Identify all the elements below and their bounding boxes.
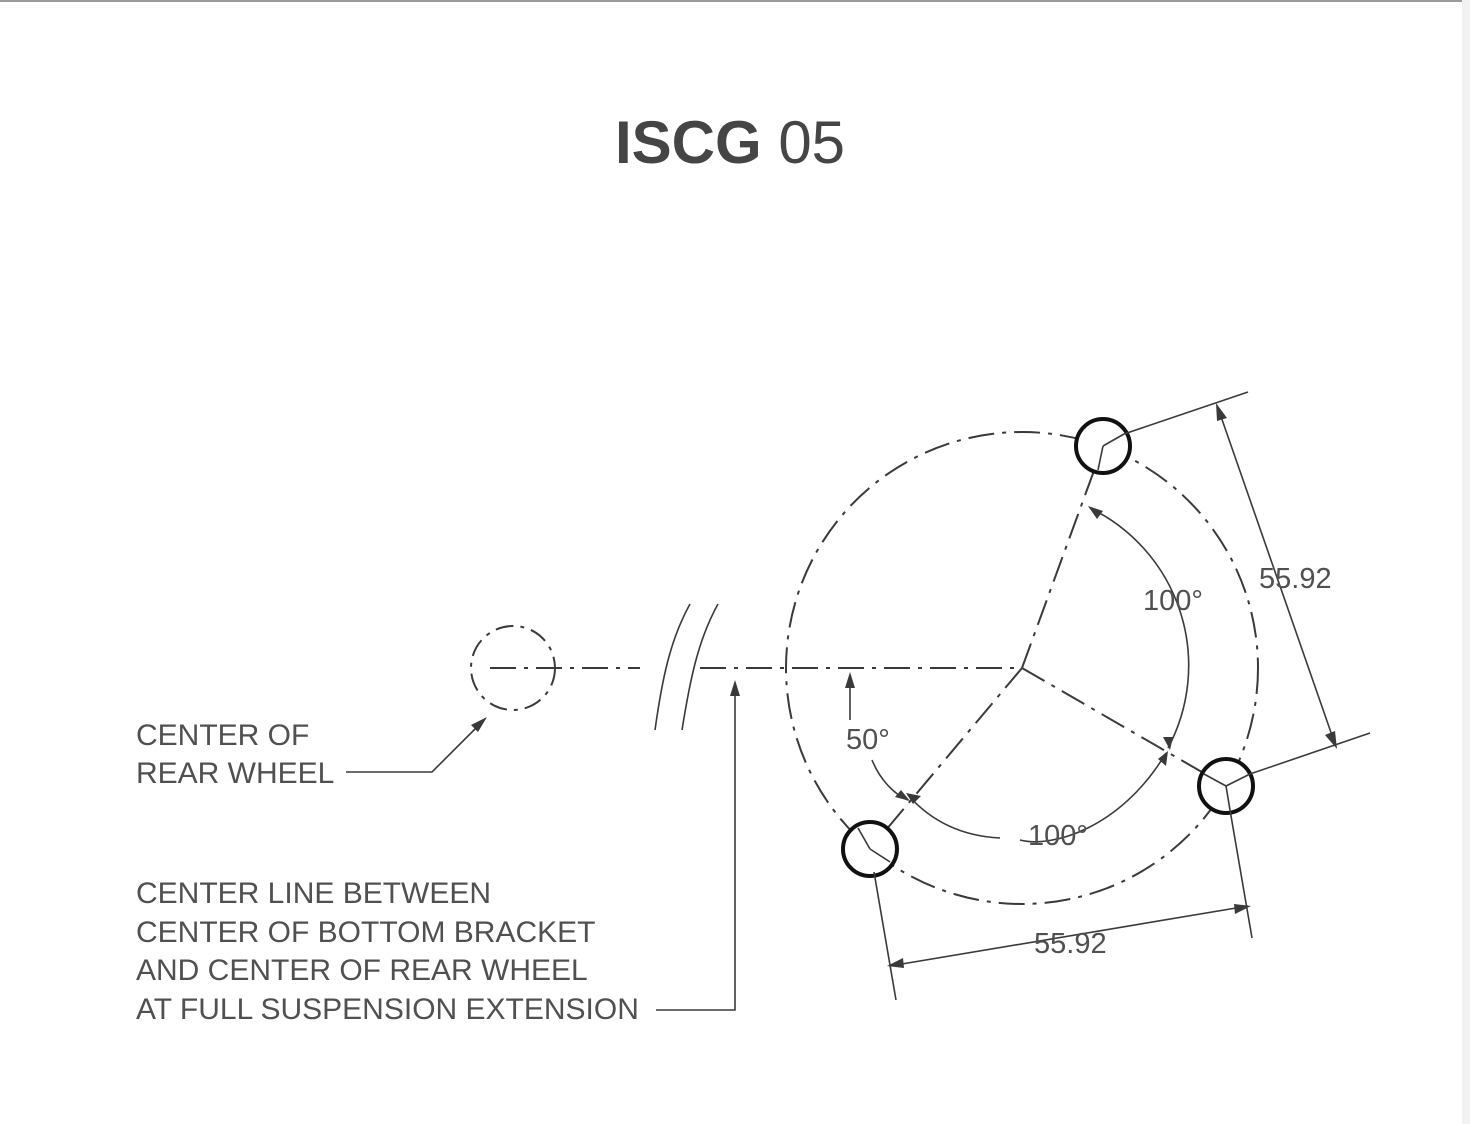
mount-hole-top xyxy=(1074,417,1132,475)
angle-label-upper: 100° xyxy=(1143,585,1203,617)
rear-wheel-center-mark xyxy=(470,625,640,711)
diagram-title: ISCG 05 xyxy=(0,108,1460,177)
title-bold: ISCG xyxy=(614,109,762,176)
top-divider xyxy=(0,0,1470,2)
mount-hole-lower-left xyxy=(841,820,899,878)
centerline-break-symbol xyxy=(654,603,719,731)
bolt-circle xyxy=(785,431,1259,905)
center-line-note-line2: CENTER OF BOTTOM BRACKET xyxy=(136,916,595,949)
chord-dimension-right xyxy=(1123,391,1371,775)
chord-label-bottom: 55.92 xyxy=(1034,928,1107,960)
chord-label-right: 55.92 xyxy=(1259,563,1332,595)
title-light: 05 xyxy=(778,109,846,176)
rear-wheel-note-line1: CENTER OF xyxy=(136,719,309,752)
angle-arc-upper xyxy=(1088,506,1190,750)
rear-wheel-note-line2: REAR WHEEL xyxy=(136,757,334,790)
center-line-note-line3: AND CENTER OF REAR WHEEL xyxy=(136,954,588,987)
angle-label-lower: 100° xyxy=(1028,820,1088,852)
leader-rear-wheel xyxy=(346,717,487,773)
right-edge-strip xyxy=(1462,0,1470,1124)
angle-label-offset: 50° xyxy=(846,724,890,756)
leader-center-line xyxy=(656,680,740,1011)
chord-dimension-bottom xyxy=(873,809,1253,1001)
center-line-note-line4: AT FULL SUSPENSION EXTENSION xyxy=(136,993,639,1026)
mount-hole-right xyxy=(1197,757,1255,815)
radial-lines xyxy=(869,445,1227,850)
center-line-note-line1: CENTER LINE BETWEEN xyxy=(136,877,491,910)
angle-arc-lower xyxy=(906,751,1168,843)
angle-arc-offset xyxy=(845,672,910,801)
